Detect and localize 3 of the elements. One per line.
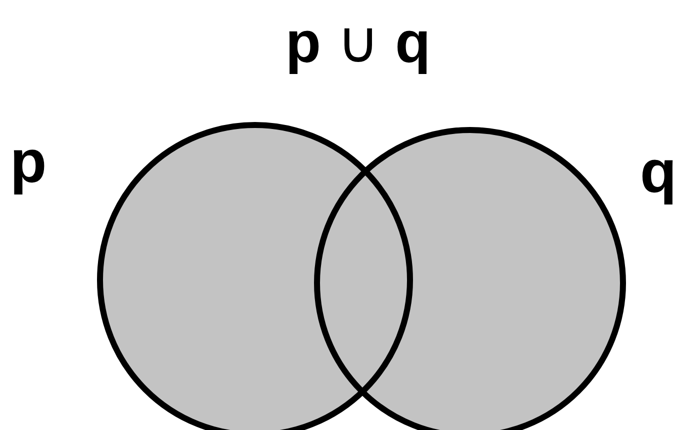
set-label: q bbox=[640, 142, 677, 202]
diagram-title: p ∪ q bbox=[284, 14, 432, 72]
set-label: p bbox=[10, 132, 47, 192]
